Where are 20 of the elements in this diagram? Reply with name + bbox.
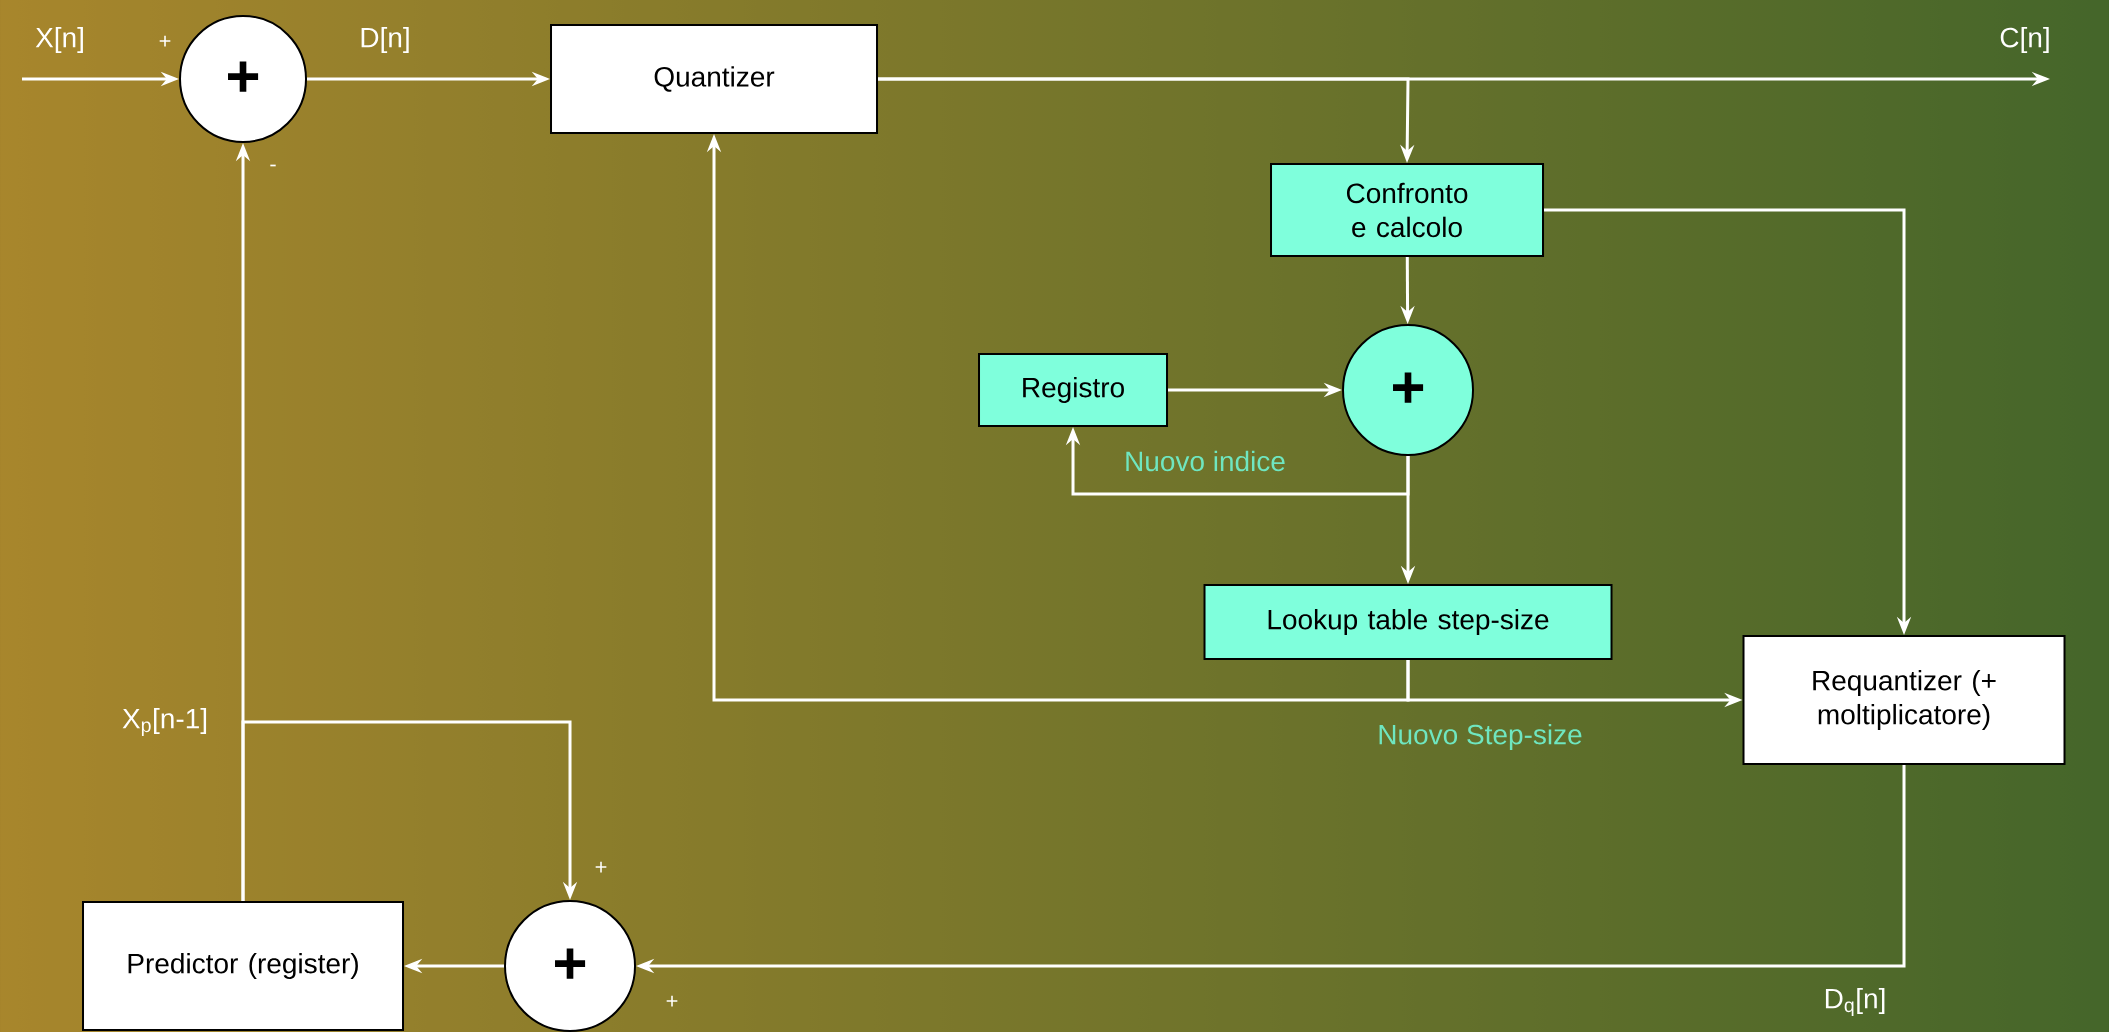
process-box: Quantizer: [550, 24, 878, 134]
summing-junction: +: [1342, 324, 1474, 456]
summing-junction: +: [504, 900, 636, 1032]
summing-junction: +: [179, 15, 307, 143]
sign-label: +: [595, 861, 607, 873]
edge-label: Nuovo Step-size: [1379, 723, 1582, 751]
edge-label: D$_{q}$[n]: [1825, 987, 1885, 1016]
sign-label: +: [666, 995, 678, 1007]
edge-label: X$_{p}$[n-1]: [122, 707, 207, 736]
edge-label: D[n]: [361, 26, 409, 53]
process-box: Requantizer (+ moltiplicatore): [1742, 635, 2066, 765]
process-box: Predictor (register): [82, 901, 404, 1031]
sign-label: -: [270, 164, 276, 167]
arrow: [241, 720, 578, 901]
edge-label: C[n]: [2000, 26, 2049, 53]
process-box: Lookup table step-size: [1203, 584, 1613, 660]
edge-label: X[n]: [35, 26, 83, 53]
process-box: Registro: [978, 353, 1168, 427]
edge-label: Nuovo indice: [1126, 450, 1285, 472]
process-box: Confronto e calcolo: [1270, 163, 1544, 257]
